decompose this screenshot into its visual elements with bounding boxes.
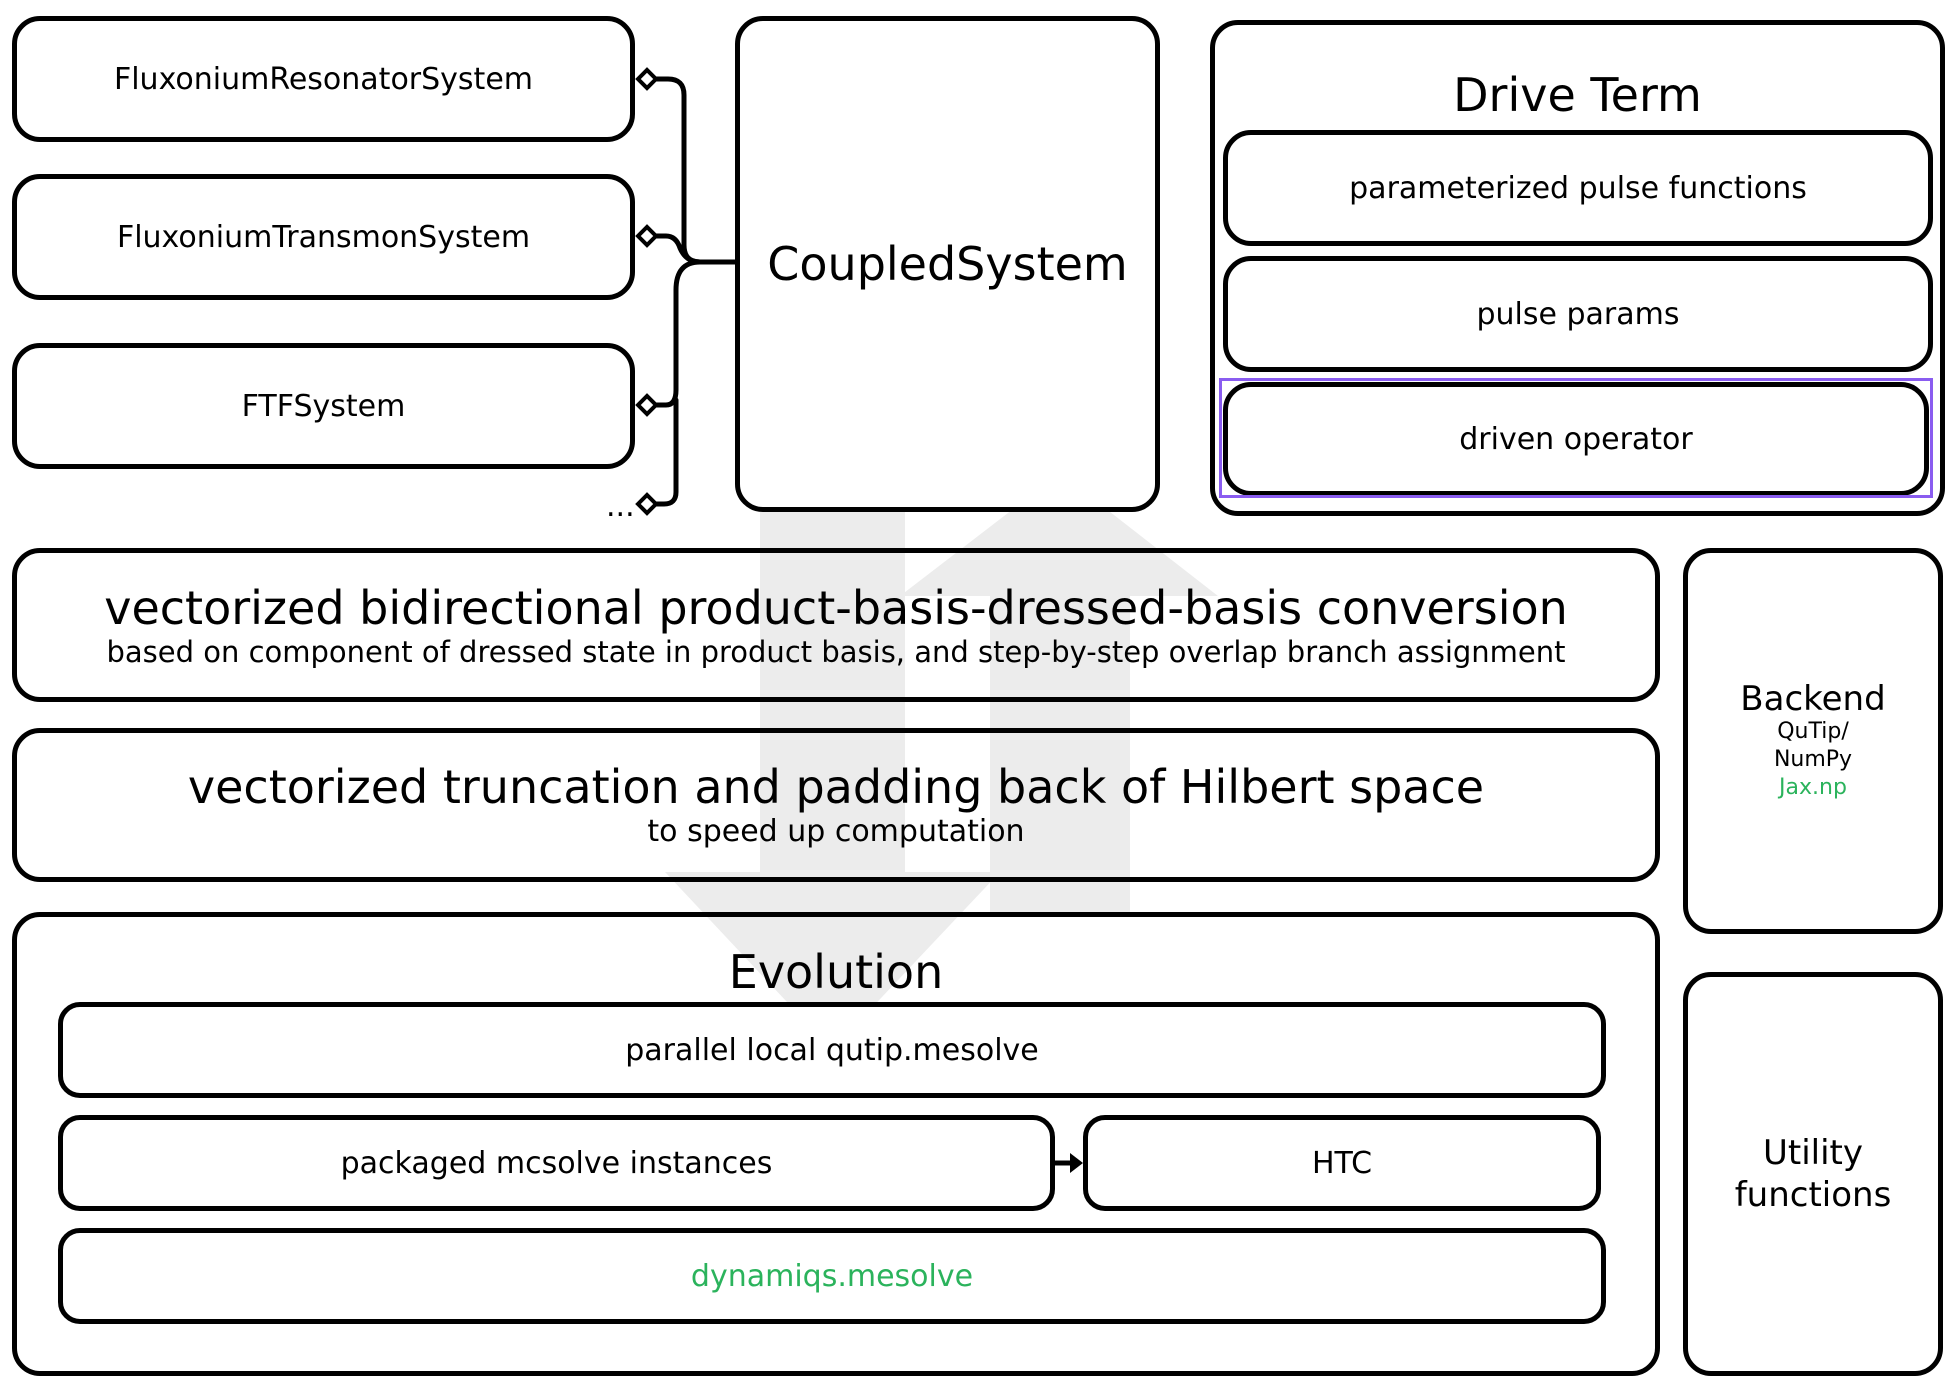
subsystem-label: FluxoniumTransmonSystem [116,219,531,255]
pulse-params-box: pulse params [1223,256,1933,372]
pulse-functions-label: parameterized pulse functions [1349,170,1807,206]
connector-line [653,233,703,265]
evolution-box: Evolution [12,912,1660,1376]
truncation-title: vectorized truncation and padding back o… [187,760,1485,814]
diamond-head-icon [635,67,659,91]
coupled-system-box: CoupledSystem [735,16,1160,512]
mcsolve-label: packaged mcsolve instances [340,1145,773,1181]
mcsolve-box: packaged mcsolve instances [58,1115,1055,1211]
truncation-subtitle: to speed up computation [647,814,1025,849]
diamond-head-icon [635,393,659,417]
backend-qutip: QuTip/ [1777,719,1849,744]
diamond-head-icon [635,492,659,516]
subsystem-ftf: FTFSystem [12,343,635,469]
connector-line [653,397,679,507]
backend-title: Backend [1740,679,1886,719]
utility-line-2: functions [1734,1175,1892,1215]
utility-line-1: Utility [1762,1133,1863,1173]
subsystem-label: FluxoniumResonatorSystem [113,61,534,97]
coupled-system-label: CoupledSystem [767,237,1128,291]
utility-box: Utility functions [1683,972,1943,1376]
driven-operator-label: driven operator [1459,421,1693,457]
htc-box: HTC [1083,1115,1601,1211]
backend-numpy: NumPy [1773,747,1853,772]
backend-jax: Jax.np [1779,775,1847,800]
dynamiqs-box: dynamiqs.mesolve [58,1228,1606,1324]
truncation-box: vectorized truncation and padding back o… [12,728,1660,882]
pulse-params-label: pulse params [1476,296,1680,332]
subsystem-label: FTFSystem [241,388,406,424]
dynamiqs-label: dynamiqs.mesolve [690,1258,974,1294]
connector-line [653,259,703,408]
basis-conversion-box: vectorized bidirectional product-basis-d… [12,548,1660,702]
htc-label: HTC [1311,1145,1373,1181]
subsystem-fluxonium-transmon: FluxoniumTransmonSystem [12,174,635,300]
subsystem-fluxonium-resonator: FluxoniumResonatorSystem [12,16,635,142]
pulse-functions-box: parameterized pulse functions [1223,130,1933,246]
parallel-mesolve-label: parallel local qutip.mesolve [625,1032,1039,1068]
driven-operator-box: driven operator [1223,382,1929,496]
diamond-head-icon [635,224,659,248]
up-arrow-shape [900,473,1218,913]
parallel-mesolve-box: parallel local qutip.mesolve [58,1002,1606,1098]
basis-conversion-title: vectorized bidirectional product-basis-d… [104,581,1568,635]
backend-box: Backend QuTip/ NumPy Jax.np [1683,548,1943,934]
arrow-head-icon [1070,1153,1083,1173]
evolution-title: Evolution [728,945,944,999]
basis-conversion-subtitle: based on component of dressed state in p… [106,635,1566,669]
selection-highlight [1219,378,1933,498]
more-subsystems-ellipsis: ... [606,489,635,524]
drive-term-title: Drive Term [1453,68,1702,122]
